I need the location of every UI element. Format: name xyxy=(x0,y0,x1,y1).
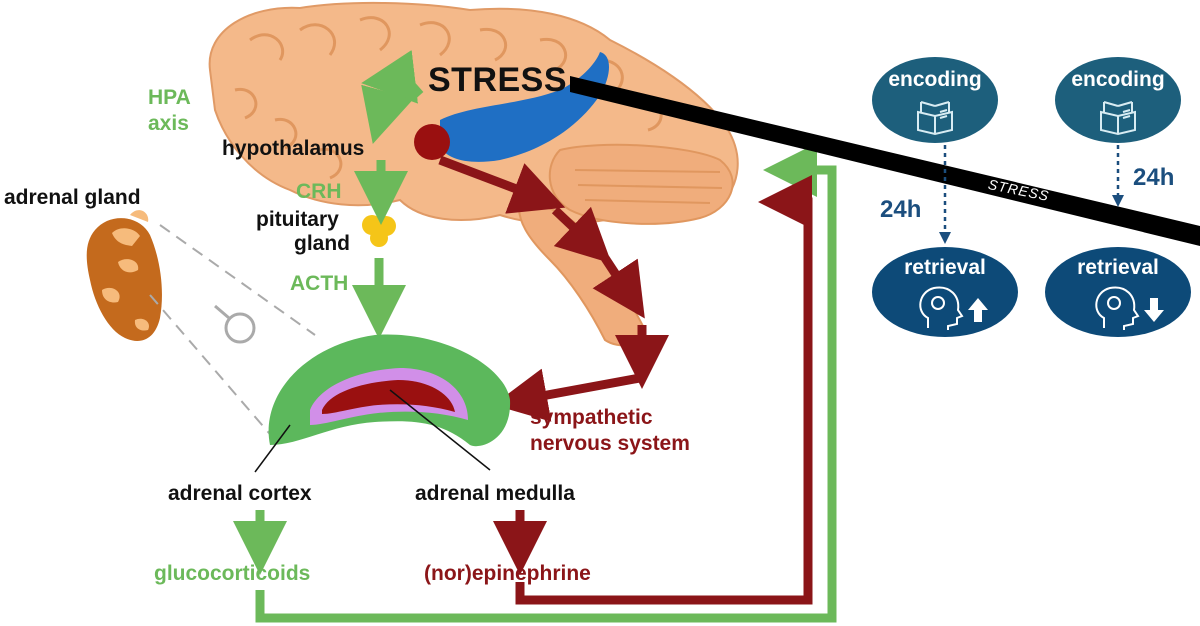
encoding-bubble-left xyxy=(872,57,998,143)
adrenal-gland-label: adrenal gland xyxy=(4,186,141,209)
head-lightbulb-icon xyxy=(1095,286,1140,330)
head-lightbulb-icon xyxy=(919,286,964,330)
memory-bubbles xyxy=(872,57,1191,337)
magnifier-icon xyxy=(214,304,256,344)
hpa-axis-label-line2: axis xyxy=(148,112,189,135)
encoding-bubble-right xyxy=(1055,57,1181,143)
sympathetic-label-line2: nervous system xyxy=(530,432,690,455)
stress-bar xyxy=(570,76,1200,246)
hypothalamus-label: hypothalamus xyxy=(222,137,365,160)
retrieval-label-right: retrieval xyxy=(1077,256,1159,279)
open-book-icon xyxy=(1100,101,1136,136)
delay-label-right: 24h xyxy=(1133,164,1175,191)
glucocorticoids-label: glucocorticoids xyxy=(154,562,311,585)
sympathetic-arrows xyxy=(438,155,813,605)
sympathetic-label-line1: sympathetic xyxy=(530,406,653,429)
acth-label: ACTH xyxy=(290,272,349,295)
delay-label-left: 24h xyxy=(880,196,922,223)
hpa-axis-arrows xyxy=(233,50,837,623)
adrenal-gland-illustration xyxy=(86,210,162,341)
adrenal-medulla-label: adrenal medulla xyxy=(415,482,575,505)
adrenal-cross-section xyxy=(254,334,511,473)
stress-label: STRESS xyxy=(428,61,568,99)
delay-arrows xyxy=(943,145,1120,232)
encoding-label-right: encoding xyxy=(1071,68,1165,91)
pituitary-label-line2: gland xyxy=(294,232,350,255)
zoom-lines xyxy=(149,224,316,441)
crh-label: CRH xyxy=(296,180,342,203)
retrieval-label-left: retrieval xyxy=(904,256,986,279)
arrow-up-icon xyxy=(968,298,988,322)
norepinephrine-label: (nor)epinephrine xyxy=(424,562,591,585)
adrenal-cortex-label: adrenal cortex xyxy=(168,482,312,505)
encoding-label-left: encoding xyxy=(888,68,982,91)
arrow-down-icon xyxy=(1144,298,1164,322)
hpa-axis-label-line1: HPA xyxy=(148,86,191,109)
open-book-icon xyxy=(917,101,953,136)
pituitary-label-line1: pituitary xyxy=(256,208,339,231)
